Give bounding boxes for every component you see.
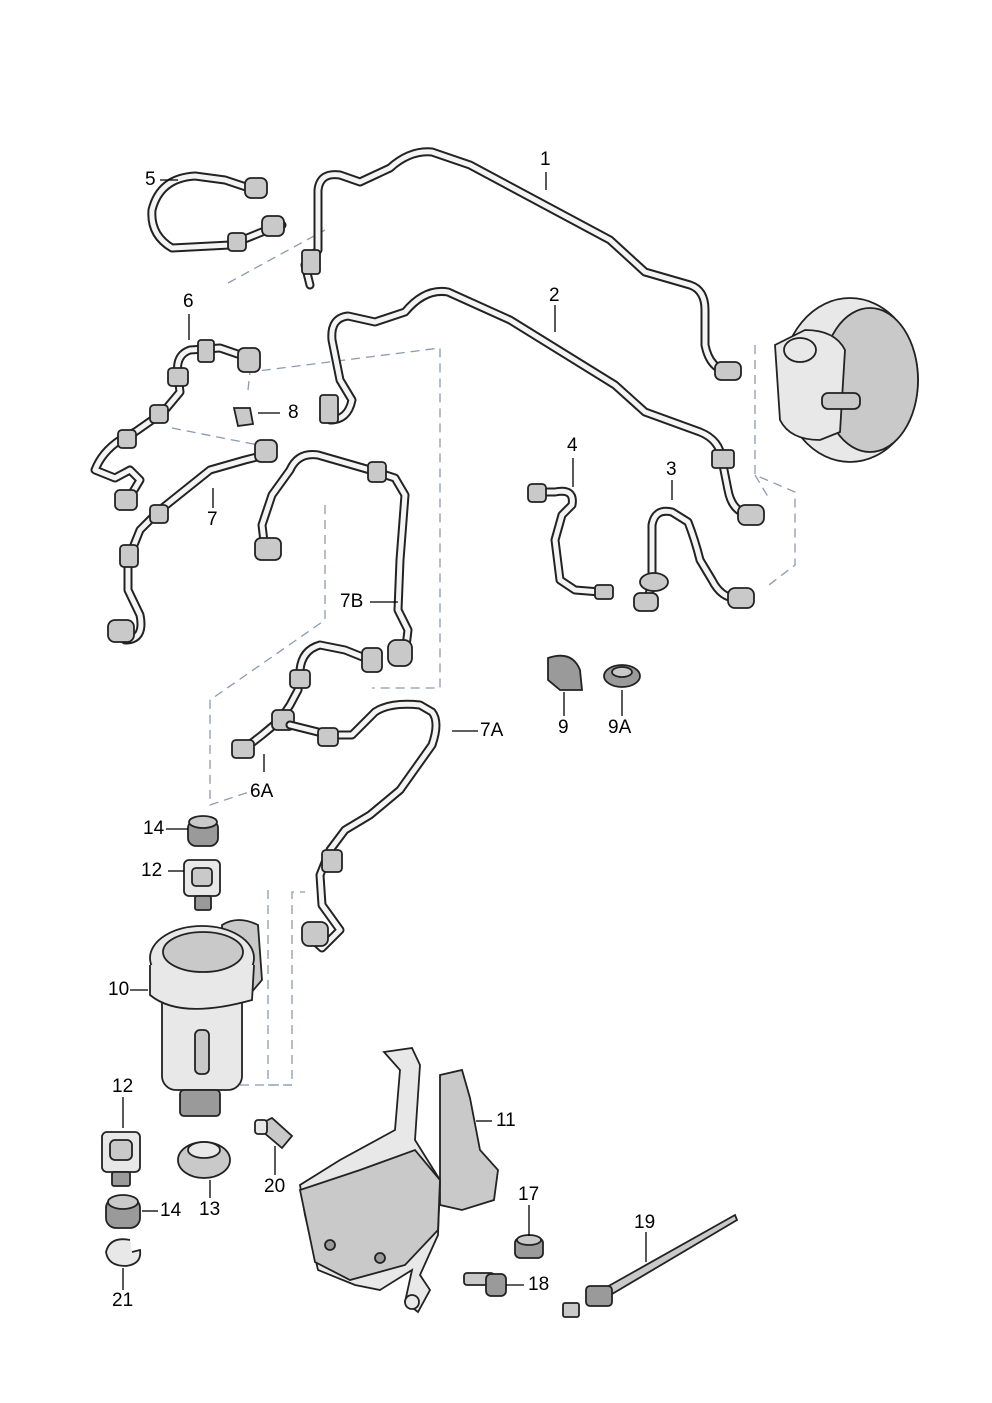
elbow-connector-icon — [254, 537, 282, 561]
callout-12-bottom: 12 — [112, 1076, 134, 1097]
connector-icon — [167, 367, 189, 387]
non-return-valve-icon — [254, 1116, 294, 1150]
connector-icon — [527, 483, 547, 503]
clip-icon — [711, 449, 735, 469]
elbow-connector-icon — [244, 177, 268, 199]
elbow-connector-icon — [254, 439, 278, 463]
brake-booster — [774, 297, 919, 463]
callout-9a: 9A — [608, 717, 632, 738]
vacuum-line-6[interactable] — [90, 339, 261, 511]
callout-12-top: 12 — [141, 860, 163, 881]
callout-leaders — [122, 172, 673, 1290]
callout-7: 7 — [207, 509, 218, 530]
callout-8: 8 — [288, 402, 299, 423]
connector-icon — [149, 504, 169, 524]
connector-icon — [301, 249, 321, 275]
callout-9: 9 — [558, 717, 569, 738]
connector-icon — [289, 669, 311, 689]
vacuum-line-6a[interactable] — [231, 640, 383, 759]
connector-icon — [261, 215, 285, 237]
callout-19: 19 — [634, 1212, 656, 1233]
vacuum-line-7a[interactable] — [285, 699, 441, 953]
connector-icon — [319, 394, 339, 424]
callout-20: 20 — [264, 1176, 286, 1197]
vacuum-line-7[interactable] — [107, 439, 278, 645]
callout-6: 6 — [183, 291, 194, 312]
connector-icon — [594, 584, 614, 600]
callout-21: 21 — [112, 1290, 134, 1311]
mounting-bracket — [298, 1047, 499, 1314]
callout-10: 10 — [108, 979, 130, 1000]
callout-3: 3 — [666, 459, 677, 480]
connector-icon — [197, 339, 215, 363]
callout-18: 18 — [528, 1274, 550, 1295]
assembly-guide-lines — [171, 229, 796, 1086]
elbow-connector-icon — [301, 921, 329, 947]
cable-tie-icon — [562, 1213, 739, 1318]
connector-icon — [231, 739, 255, 759]
callout-5: 5 — [145, 169, 156, 190]
callout-7b: 7B — [340, 591, 364, 612]
vacuum-line-3[interactable] — [633, 506, 755, 612]
elbow-connector-icon — [387, 639, 413, 667]
callout-2: 2 — [549, 285, 560, 306]
connector-icon — [321, 849, 343, 873]
elbow-connector-icon — [237, 347, 261, 373]
connector-icon — [367, 461, 387, 483]
callout-4: 4 — [567, 435, 578, 456]
vacuum-line-7b[interactable] — [254, 450, 413, 667]
vacuum-line-2[interactable] — [319, 286, 765, 526]
connector-housing-icon — [183, 859, 221, 911]
vacuum-pump — [149, 919, 263, 1117]
nut-icon — [514, 1234, 544, 1259]
t-piece-icon — [149, 404, 169, 424]
grommet-icon — [177, 1141, 231, 1179]
elbow-connector-icon — [107, 619, 135, 643]
callout-1: 1 — [540, 149, 551, 170]
bolt-icon — [463, 1272, 507, 1297]
vacuum-line-5[interactable] — [147, 171, 287, 253]
callout-11: 11 — [496, 1110, 516, 1131]
elbow-connector-icon — [361, 647, 383, 673]
vacuum-line-4[interactable] — [527, 483, 614, 600]
grommet-icon — [603, 664, 641, 688]
connector-housing-icon — [101, 1131, 141, 1187]
damping-pad-icon — [547, 654, 583, 691]
elbow-connector-icon — [633, 592, 659, 612]
connector-icon — [317, 727, 339, 747]
cap-nut-icon — [105, 1194, 141, 1229]
vacuum-line-1[interactable] — [300, 147, 742, 381]
callout-17: 17 — [518, 1184, 540, 1205]
callout-13: 13 — [199, 1199, 221, 1220]
grommet-icon — [639, 572, 669, 592]
connector-icon — [117, 429, 137, 449]
connector-icon — [119, 544, 139, 568]
callout-14-bottom: 14 — [160, 1200, 182, 1221]
elbow-connector-icon — [737, 504, 765, 526]
cap-nut-icon — [187, 815, 219, 847]
connector-icon — [114, 489, 138, 511]
elbow-connector-icon — [727, 587, 755, 609]
cap-icon — [232, 407, 255, 428]
hose-clip-icon — [105, 1238, 142, 1267]
connector-icon — [227, 232, 247, 252]
callout-6a: 6A — [250, 781, 274, 802]
callout-7a: 7A — [480, 720, 504, 741]
callout-14-top: 14 — [143, 818, 165, 839]
elbow-connector-icon — [714, 361, 742, 381]
